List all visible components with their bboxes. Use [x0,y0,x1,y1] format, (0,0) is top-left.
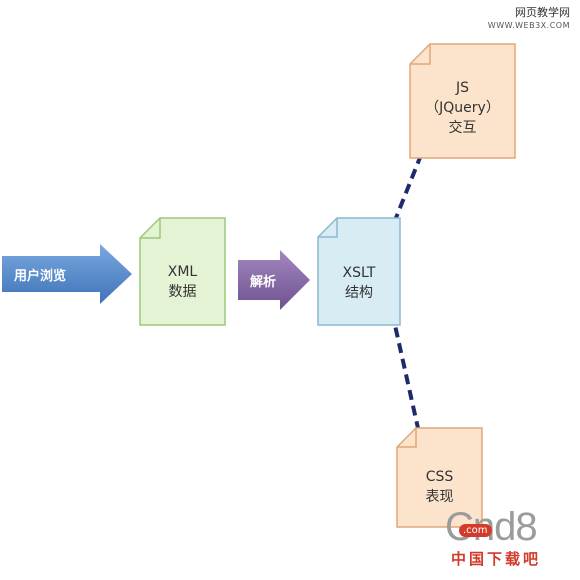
css-label-line-1: CSS [425,469,454,485]
css-document-label: CSS 表现 [397,467,482,507]
browse-arrow-label: 用户浏览 [14,269,67,284]
js-document-label: JS （JQuery） 交互 [410,78,515,138]
parse-arrow-label: 解析 [250,275,277,290]
xml-label-line-2: 数据 [168,284,197,300]
browse-arrow [2,244,132,304]
js-document [409,43,516,159]
js-label-line-2: （JQuery） [425,100,500,116]
xml-document [139,217,226,326]
xslt-label-line-1: XSLT [342,265,376,281]
brand-tagline: 中国下载吧 [451,550,542,568]
brand-com-badge: .com [459,524,492,537]
css-document [396,427,483,528]
xslt-document-label: XSLT 结构 [318,263,400,303]
xml-label-line-1: XML [167,264,198,280]
site-watermark-title: 网页教学网 [515,6,570,19]
xml-document-label: XML 数据 [140,262,225,302]
connector-xslt-css [390,311,426,456]
parse-arrow [238,250,310,310]
js-label-line-3: 交互 [448,120,477,136]
brand-watermark: Cnd8 .com 中国下载吧 [445,504,575,574]
css-label-line-2: 表现 [425,489,454,505]
xslt-label-line-2: 结构 [345,285,373,301]
site-watermark-url: WWW.WEB3X.COM [487,21,570,30]
site-watermark: 网页教学网 WWW.WEB3X.COM [488,6,570,32]
js-label-line-1: JS [455,80,469,96]
xslt-document [317,217,401,326]
